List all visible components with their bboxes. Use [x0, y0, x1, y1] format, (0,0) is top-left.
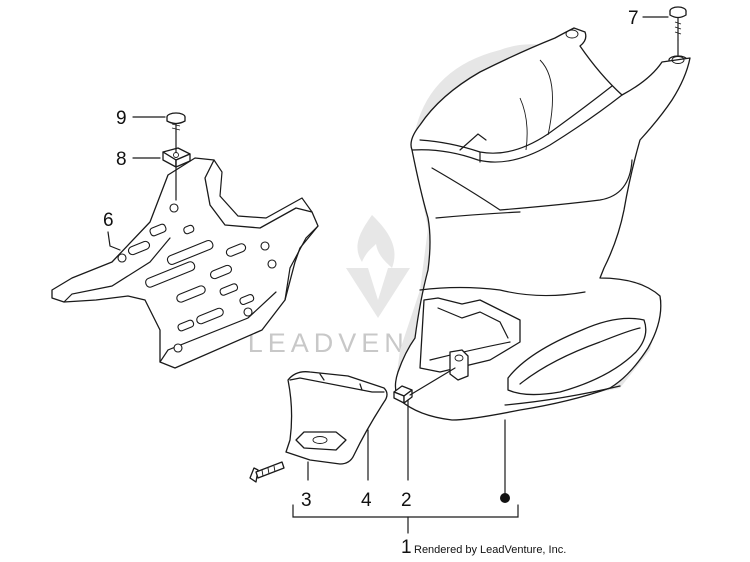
callout-3: 3 — [301, 490, 312, 511]
leader-dot — [500, 493, 510, 503]
callout-6: 6 — [103, 210, 114, 231]
leader-lines — [107, 16, 679, 534]
screw-part-3[interactable] — [249, 461, 285, 483]
callout-4: 4 — [361, 490, 372, 511]
callout-9: 9 — [116, 108, 127, 129]
lid-cover-part-4[interactable] — [285, 371, 388, 465]
callout-1: 1 — [401, 537, 412, 558]
callout-8: 8 — [116, 149, 127, 170]
nut-part-2[interactable] — [393, 385, 413, 404]
credit-text: Rendered by LeadVenture, Inc. — [414, 544, 566, 556]
callout-2: 2 — [401, 490, 412, 511]
leg-shield-part-1[interactable] — [394, 27, 691, 421]
watermark-logo-icon — [346, 215, 410, 318]
screw-part-9[interactable] — [166, 112, 186, 133]
callouts: 9 8 6 7 3 4 2 1 — [103, 8, 639, 558]
floor-mat-part-6[interactable] — [51, 157, 319, 369]
callout-7: 7 — [628, 8, 639, 29]
